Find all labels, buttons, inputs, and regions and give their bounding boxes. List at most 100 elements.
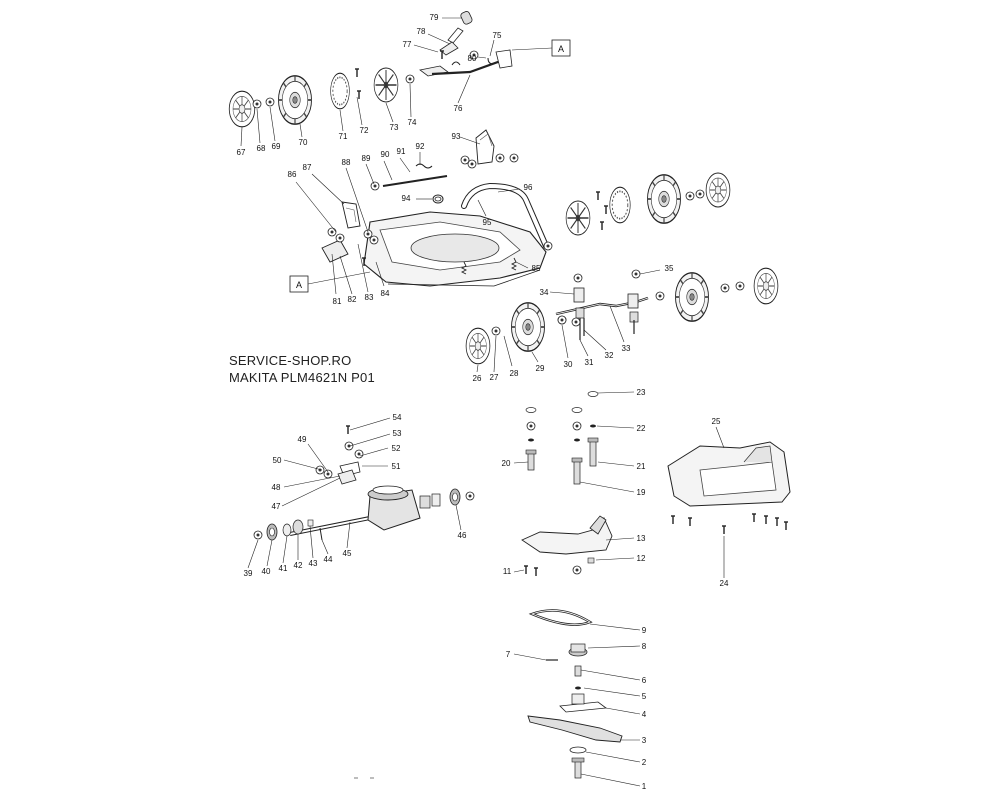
- part-label-48: 48: [272, 483, 281, 492]
- site-title: SERVICE-SHOP.RO: [229, 353, 352, 368]
- rear-left-wheel-assembly: [228, 67, 415, 128]
- part-label-92: 92: [416, 142, 425, 151]
- handle-bracket-right: [460, 129, 519, 169]
- part-label-67: 67: [237, 148, 246, 157]
- part-label-75: 75: [493, 31, 502, 40]
- rear-handle-96: [461, 182, 553, 251]
- spring-94: [432, 194, 444, 204]
- part-label-23: 23: [637, 388, 646, 397]
- part-label-53: 53: [393, 429, 402, 438]
- part-label-94: 94: [402, 194, 411, 203]
- part-label-78: 78: [417, 27, 426, 36]
- springs-85: [460, 257, 518, 275]
- part-label-26: 26: [473, 374, 482, 383]
- part-label-8: 8: [642, 642, 647, 651]
- bolt-column-right: [571, 391, 599, 485]
- part-label-91: 91: [397, 147, 406, 156]
- part-label-41: 41: [279, 564, 288, 573]
- part-label-86: 86: [288, 170, 297, 179]
- part-label-73: 73: [390, 123, 399, 132]
- reference-marker-label: A: [296, 280, 302, 290]
- part-label-7: 7: [506, 650, 511, 659]
- part-label-76: 76: [454, 104, 463, 113]
- part-label-32: 32: [605, 351, 614, 360]
- part-label-27: 27: [490, 373, 499, 382]
- part-label-96: 96: [524, 183, 533, 192]
- part-label-80: 80: [468, 54, 477, 63]
- part-label-52: 52: [392, 444, 401, 453]
- part-label-82: 82: [348, 295, 357, 304]
- part-label-69: 69: [272, 142, 281, 151]
- lever-leader-lines: [413, 17, 553, 104]
- part-label-25: 25: [712, 417, 721, 426]
- part-number-labels: 67 68 69 70 71 72 73 74 75 76 77 78 79 8…: [237, 13, 729, 791]
- part-label-81: 81: [333, 297, 342, 306]
- bolt-column-left: [525, 407, 537, 471]
- part-label-28: 28: [510, 369, 519, 378]
- part-label-70: 70: [299, 138, 308, 147]
- rear-right-wheel-assembly: [565, 172, 731, 236]
- part-label-47: 47: [272, 502, 281, 511]
- transmission-assembly: [253, 425, 475, 541]
- front-axle-leader-lines: [476, 269, 661, 373]
- part-label-24: 24: [720, 579, 729, 588]
- part-label-72: 72: [360, 126, 369, 135]
- blade-cover-13: [521, 515, 613, 577]
- part-label-5: 5: [642, 692, 647, 701]
- rear-guard-25: [667, 441, 791, 535]
- part-label-54: 54: [393, 413, 402, 422]
- part-label-1: 1: [642, 782, 647, 791]
- part-label-90: 90: [381, 150, 390, 159]
- transmission-leader-lines: [247, 417, 462, 569]
- axle-rod-upper: [370, 163, 448, 191]
- part-label-95: 95: [483, 218, 492, 227]
- blade-leader-lines: [354, 623, 641, 787]
- part-label-44: 44: [324, 555, 333, 564]
- part-label-43: 43: [309, 559, 318, 568]
- part-label-3: 3: [642, 736, 647, 745]
- part-label-50: 50: [273, 456, 282, 465]
- part-label-29: 29: [536, 364, 545, 373]
- part-label-20: 20: [502, 459, 511, 468]
- part-label-21: 21: [637, 462, 646, 471]
- deck-leader-lines: [295, 136, 529, 295]
- part-label-11: 11: [503, 567, 512, 576]
- part-label-88: 88: [342, 158, 351, 167]
- deck-body: [363, 211, 547, 287]
- part-label-12: 12: [637, 554, 646, 563]
- part-label-34: 34: [540, 288, 549, 297]
- wheel-leader-lines: [240, 83, 412, 147]
- part-label-89: 89: [362, 154, 371, 163]
- part-label-46: 46: [458, 531, 467, 540]
- part-label-74: 74: [408, 118, 417, 127]
- part-label-87: 87: [303, 163, 312, 172]
- part-label-31: 31: [585, 358, 594, 367]
- front-left-wheel-assembly: [465, 301, 567, 365]
- part-label-93: 93: [452, 132, 461, 141]
- part-label-49: 49: [298, 435, 307, 444]
- part-label-4: 4: [642, 710, 647, 719]
- reference-marker-top: A: [551, 39, 571, 57]
- part-label-85: 85: [532, 264, 541, 273]
- part-label-19: 19: [637, 488, 646, 497]
- reference-marker-left: A: [289, 275, 309, 293]
- part-label-6: 6: [642, 676, 647, 685]
- part-label-42: 42: [294, 561, 303, 570]
- part-label-30: 30: [564, 360, 573, 369]
- height-adjust-lever-assembly: [419, 11, 513, 77]
- blade-assembly: [527, 609, 623, 779]
- part-label-9: 9: [642, 626, 647, 635]
- model-title: MAKITA PLM4621N P01: [229, 370, 375, 385]
- part-label-35: 35: [665, 264, 674, 273]
- guard-leader-lines: [715, 426, 725, 578]
- part-label-2: 2: [642, 758, 647, 767]
- part-label-33: 33: [622, 344, 631, 353]
- part-label-51: 51: [392, 462, 401, 471]
- part-label-39: 39: [244, 569, 253, 578]
- part-label-84: 84: [381, 289, 390, 298]
- reference-marker-label: A: [558, 44, 564, 54]
- part-label-71: 71: [339, 132, 348, 141]
- center-leader-lines: [513, 391, 635, 573]
